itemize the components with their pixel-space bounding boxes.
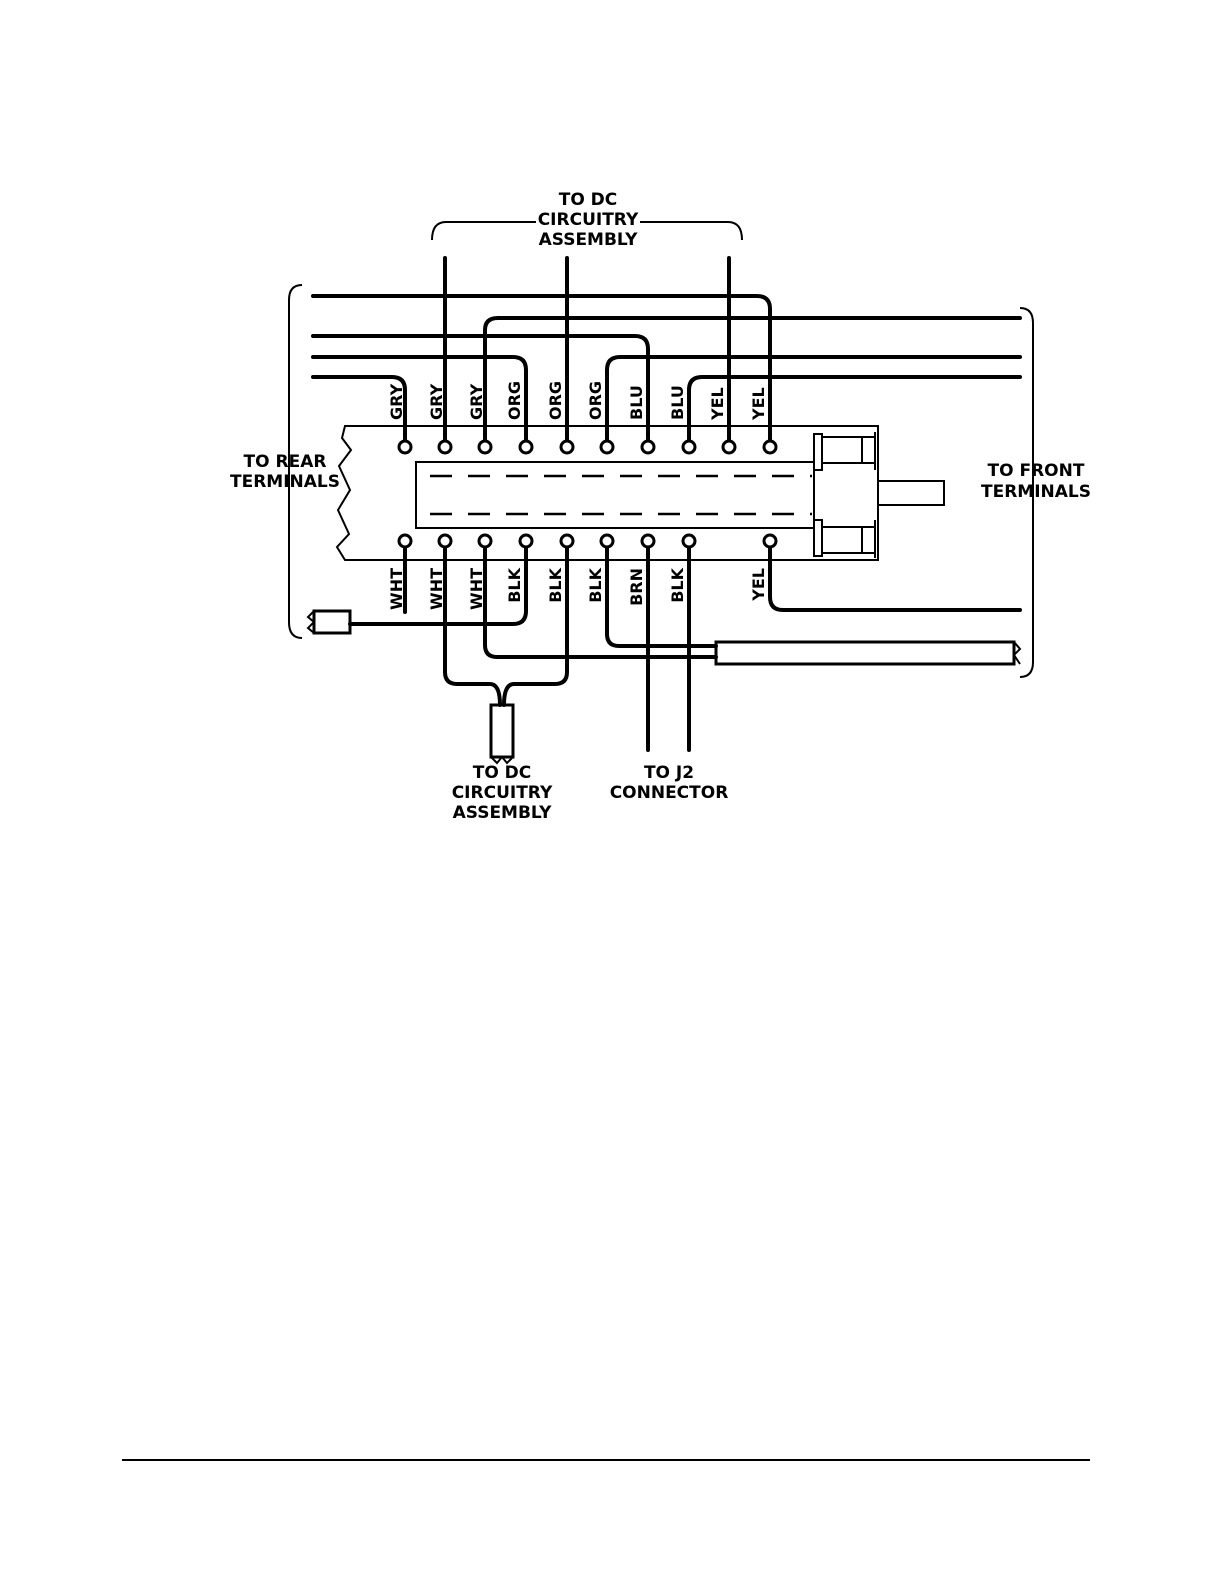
top-wire-label: GRY xyxy=(427,383,446,420)
top-wire-label: BLU xyxy=(668,385,687,420)
bottom-wire-label: BLK xyxy=(586,567,605,602)
label-top-dc-circuitry: TO DC CIRCUITRY ASSEMBLY xyxy=(538,190,639,250)
label-rear-terminals: TO REAR TERMINALS xyxy=(230,452,340,492)
top-wire-label: GRY xyxy=(387,383,406,420)
svg-text:TERMINALS: TERMINALS xyxy=(981,482,1091,502)
top-wire-label: GRY xyxy=(467,383,486,420)
upper-detent-bracket xyxy=(814,432,875,470)
switch-shaft xyxy=(878,481,944,505)
top-terminals xyxy=(399,441,776,453)
bottom-wire-labels: WHT WHT WHT BLK BLK BLK BRN BLK YEL xyxy=(387,567,768,610)
top-wire-label: YEL xyxy=(708,387,727,421)
svg-text:ASSEMBLY: ASSEMBLY xyxy=(539,230,639,250)
svg-text:CONNECTOR: CONNECTOR xyxy=(610,783,729,803)
bottom-wire-label: YEL xyxy=(749,568,768,602)
dc-cable-stub xyxy=(491,705,513,763)
label-j2-connector: TO J2 CONNECTOR xyxy=(610,763,729,803)
svg-text:CIRCUITRY: CIRCUITRY xyxy=(538,210,639,230)
bottom-wire-label: BLK xyxy=(505,567,524,602)
top-wire-label: YEL xyxy=(749,387,768,421)
label-front-terminals: TO FRONT TERMINALS xyxy=(981,461,1091,502)
bottom-wire-label: WHT xyxy=(427,568,446,610)
front-cable xyxy=(716,642,1020,664)
svg-text:TO DC: TO DC xyxy=(473,763,532,783)
top-wire-label: ORG xyxy=(546,381,565,420)
svg-text:ASSEMBLY: ASSEMBLY xyxy=(453,803,553,823)
svg-text:TO DC: TO DC xyxy=(559,190,618,210)
top-wire-label: ORG xyxy=(586,381,605,420)
svg-text:TO FRONT: TO FRONT xyxy=(988,461,1085,481)
bottom-wire-label: BLK xyxy=(546,567,565,602)
bottom-terminals xyxy=(399,535,776,547)
wire-top-8 xyxy=(689,377,1020,441)
svg-text:TERMINALS: TERMINALS xyxy=(230,472,340,492)
top-wire-label: ORG xyxy=(505,381,524,420)
bottom-wire-label: WHT xyxy=(467,568,486,610)
bottom-wire-label: BRN xyxy=(627,568,646,606)
top-wire-labels: GRY GRY GRY ORG ORG ORG BLU BLU YEL YEL xyxy=(387,381,768,421)
footer-rule xyxy=(122,1459,1090,1461)
rear-cable-stub xyxy=(308,611,350,633)
bottom-wire-label: WHT xyxy=(387,568,406,610)
svg-text:TO REAR: TO REAR xyxy=(244,452,327,472)
svg-text:CIRCUITRY: CIRCUITRY xyxy=(452,783,553,803)
svg-text:TO J2: TO J2 xyxy=(644,763,694,783)
wire-bottom-9 xyxy=(770,541,1020,610)
wire-bottom-6 xyxy=(607,541,716,646)
label-bottom-dc-circuitry: TO DC CIRCUITRY ASSEMBLY xyxy=(452,763,553,823)
switch-wafer xyxy=(416,462,814,528)
bottom-wire-label: BLK xyxy=(668,567,687,602)
lower-detent-bracket xyxy=(814,520,875,558)
top-wire-label: BLU xyxy=(627,385,646,420)
